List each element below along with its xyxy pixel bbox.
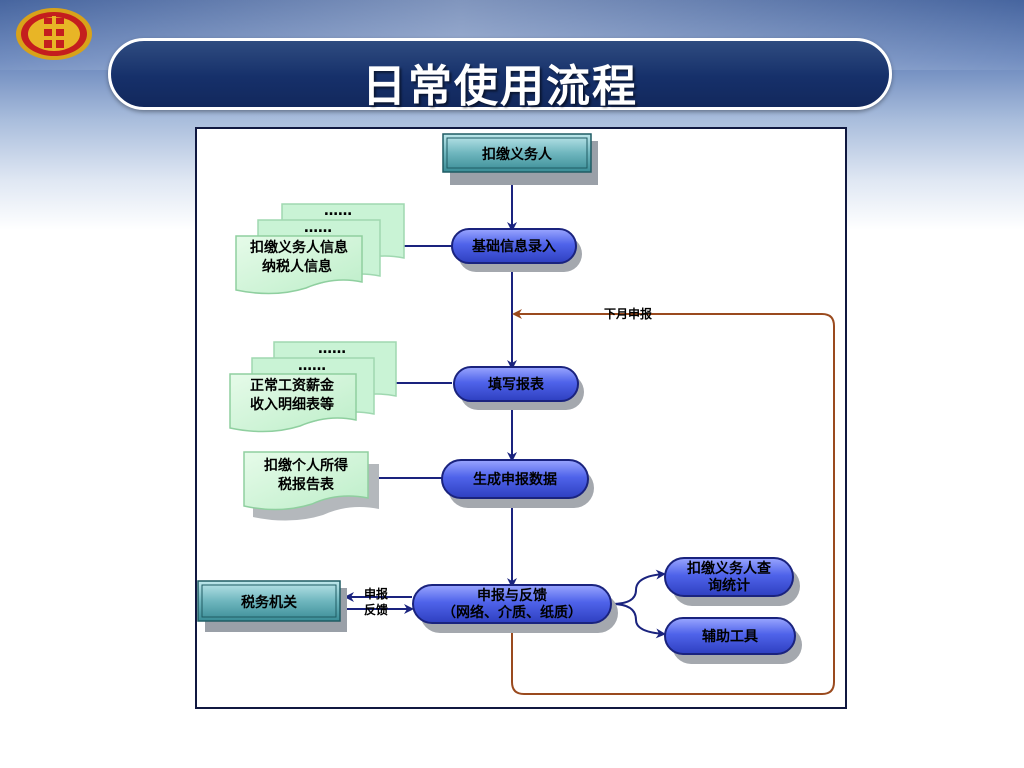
doc1-ellipsis-back: …… (324, 203, 352, 219)
generate-data-label: 生成申报数据 (473, 471, 557, 488)
doc3-line1: 扣缴个人所得 (264, 457, 348, 474)
doc1-line2: 纳税人信息 (262, 258, 332, 275)
withholding-agent-label: 扣缴义务人 (482, 146, 553, 163)
doc2-ellipsis-mid: …… (298, 358, 326, 374)
withholding-agent-box: 扣缴义务人 (442, 133, 598, 185)
slide-title: 日常使用流程 (362, 61, 638, 112)
doc1-ellipsis-mid: …… (304, 220, 332, 236)
doc1-line1: 扣缴义务人信息 (250, 239, 348, 256)
next-month-label: 下月申报 (604, 306, 652, 321)
fill-report-label: 填写报表 (488, 376, 545, 393)
next-month-loop (511, 309, 835, 695)
doc2-line1: 正常工资薪金 (250, 377, 335, 394)
aux-tools-label: 辅助工具 (702, 628, 758, 645)
tax-authority-box: 税务机关 (197, 580, 347, 632)
title-banner: 日常使用流程 (108, 38, 892, 112)
document-stack-salary: …… …… 正常工资薪金 收入明细表等 (229, 341, 397, 433)
doc2-line2: 收入明细表等 (250, 396, 334, 413)
agent-query-line1: 扣缴义务人查 (687, 560, 772, 577)
agent-query-line2: 询统计 (708, 577, 750, 594)
declare-feedback-line2: （网络、介质、纸质） (442, 604, 582, 621)
basic-info-entry-node: 基础信息录入 (451, 228, 582, 272)
basic-info-entry-label: 基础信息录入 (472, 238, 556, 255)
fill-report-node: 填写报表 (453, 366, 584, 410)
agent-query-node: 扣缴义务人查 询统计 (664, 557, 800, 606)
aux-tools-node: 辅助工具 (664, 617, 802, 664)
document-stack-agent-info: …… …… 扣缴义务人信息 纳税人信息 (235, 203, 405, 295)
tax-authority-label: 税务机关 (241, 594, 297, 611)
doc2-ellipsis-back: …… (318, 341, 346, 357)
edge-feedback-label: 反馈 (364, 602, 388, 617)
document-tax-report: 扣缴个人所得 税报告表 (243, 451, 379, 521)
declare-feedback-line1: 申报与反馈 (477, 587, 547, 604)
declare-feedback-node: 申报与反馈 （网络、介质、纸质） (412, 584, 618, 633)
tax-emblem-logo (16, 8, 92, 60)
doc3-line2: 税报告表 (278, 476, 335, 493)
edge-declare-label: 申报 (364, 586, 388, 601)
generate-data-node: 生成申报数据 (441, 459, 594, 508)
